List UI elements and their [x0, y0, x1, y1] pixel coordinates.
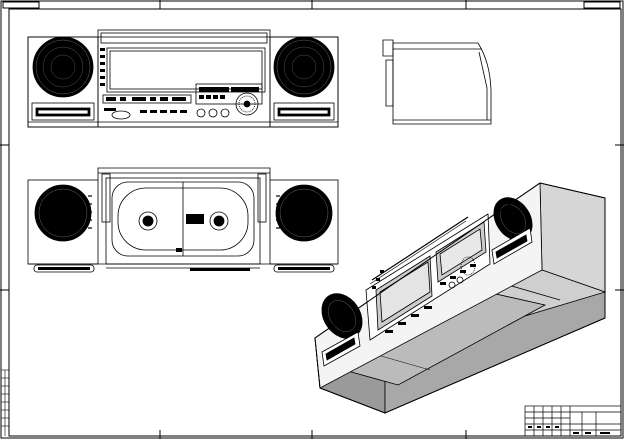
title-block	[524, 405, 622, 437]
front-view	[27, 29, 339, 128]
top-view	[27, 167, 339, 273]
front-left-speaker	[32, 36, 94, 98]
side-view	[382, 39, 492, 125]
isometric-view	[314, 182, 606, 414]
front-right-speaker	[273, 36, 335, 98]
